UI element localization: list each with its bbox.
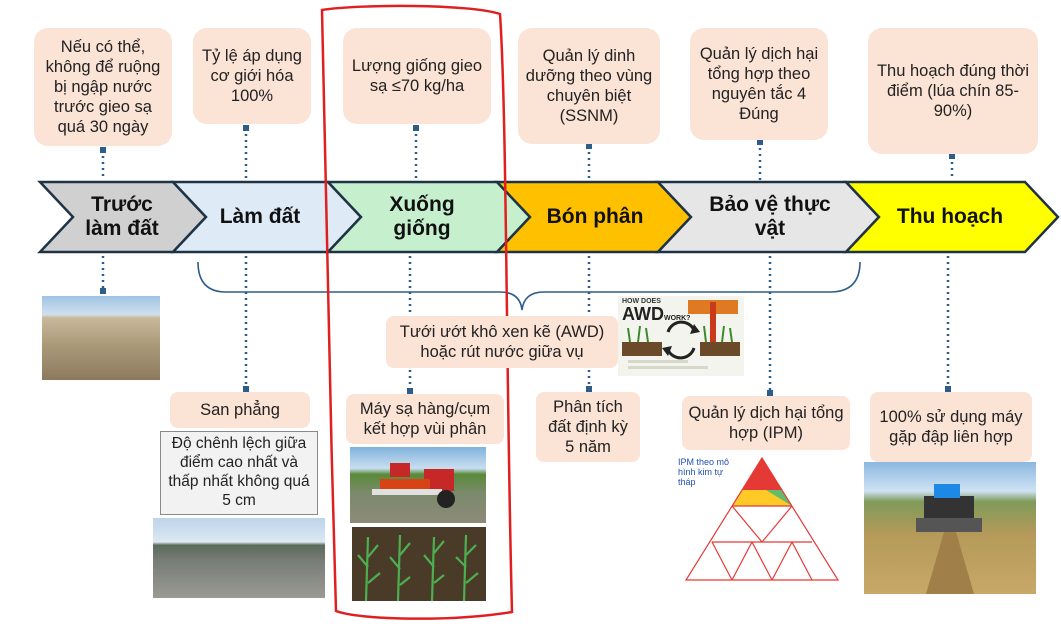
stage-label-bon-phan: Bón phân bbox=[546, 204, 644, 228]
stage-chevron-thu-hoach bbox=[843, 180, 1060, 254]
note-top-1: Nếu có thể, không để ruộng bị ngập nước … bbox=[34, 28, 172, 146]
photo-field-before-prep bbox=[42, 296, 160, 380]
photo-leveled-field bbox=[153, 518, 325, 598]
note-phan-tich-dat: Phân tích đất định kỳ 5 năm bbox=[536, 392, 640, 462]
stage-label-thu-hoach: Thu hoạch bbox=[896, 204, 1004, 228]
photo-rice-seedlings bbox=[352, 527, 486, 601]
photo-harvester bbox=[864, 462, 1036, 594]
photo-seeding-machine bbox=[350, 447, 486, 523]
awd-title-big: AWD bbox=[622, 304, 664, 324]
awd-infographic: HOW DOES AWDWORK? bbox=[618, 296, 744, 376]
awd-title-suffix: WORK? bbox=[664, 315, 691, 322]
note-top-4: Quản lý dinh dưỡng theo vùng chuyên biệt… bbox=[518, 28, 660, 144]
note-awd: Tưới ướt khô xen kẽ (AWD) hoặc rút nước … bbox=[386, 316, 618, 368]
ipm-pyramid-graphic: IPM theo mô hình kim tự tháp bbox=[676, 456, 848, 584]
note-san-phang: San phẳng bbox=[170, 392, 310, 428]
note-do-chenh-lech: Độ chênh lệch giữa điểm cao nhất và thấp… bbox=[160, 431, 318, 515]
highlight-outline bbox=[320, 4, 514, 620]
note-may-gap: 100% sử dụng máy gặp đập liên hợp bbox=[870, 392, 1032, 462]
note-ipm: Quản lý dịch hại tổng hợp (IPM) bbox=[682, 396, 850, 450]
note-top-3: Lượng giống gieo sạ ≤70 kg/ha bbox=[343, 28, 491, 124]
awd-title-small: HOW DOES bbox=[622, 298, 661, 305]
stage-label-bao-ve-thuc-vat: Bảo vệ thực vật bbox=[709, 192, 831, 240]
stage-label-lam-dat: Làm đất bbox=[219, 204, 301, 228]
stage-label-truoc-lam-dat: Trước làm đất bbox=[85, 192, 159, 240]
stage-label-xuong-giong: Xuống giống bbox=[389, 192, 455, 240]
note-may-sa: Máy sạ hàng/cụm kết hợp vùi phân bbox=[346, 394, 504, 444]
note-top-2: Tỷ lệ áp dụng cơ giới hóa 100% bbox=[193, 28, 311, 124]
note-top-5: Quản lý dịch hại tổng hợp theo nguyên tắ… bbox=[690, 28, 828, 140]
note-top-6: Thu hoạch đúng thời điểm (lúa chín 85-90… bbox=[868, 28, 1038, 154]
top-connectors bbox=[101, 128, 954, 180]
ipm-pyramid-caption: IPM theo mô hình kim tự tháp bbox=[678, 457, 730, 487]
awd-brace bbox=[197, 261, 861, 311]
